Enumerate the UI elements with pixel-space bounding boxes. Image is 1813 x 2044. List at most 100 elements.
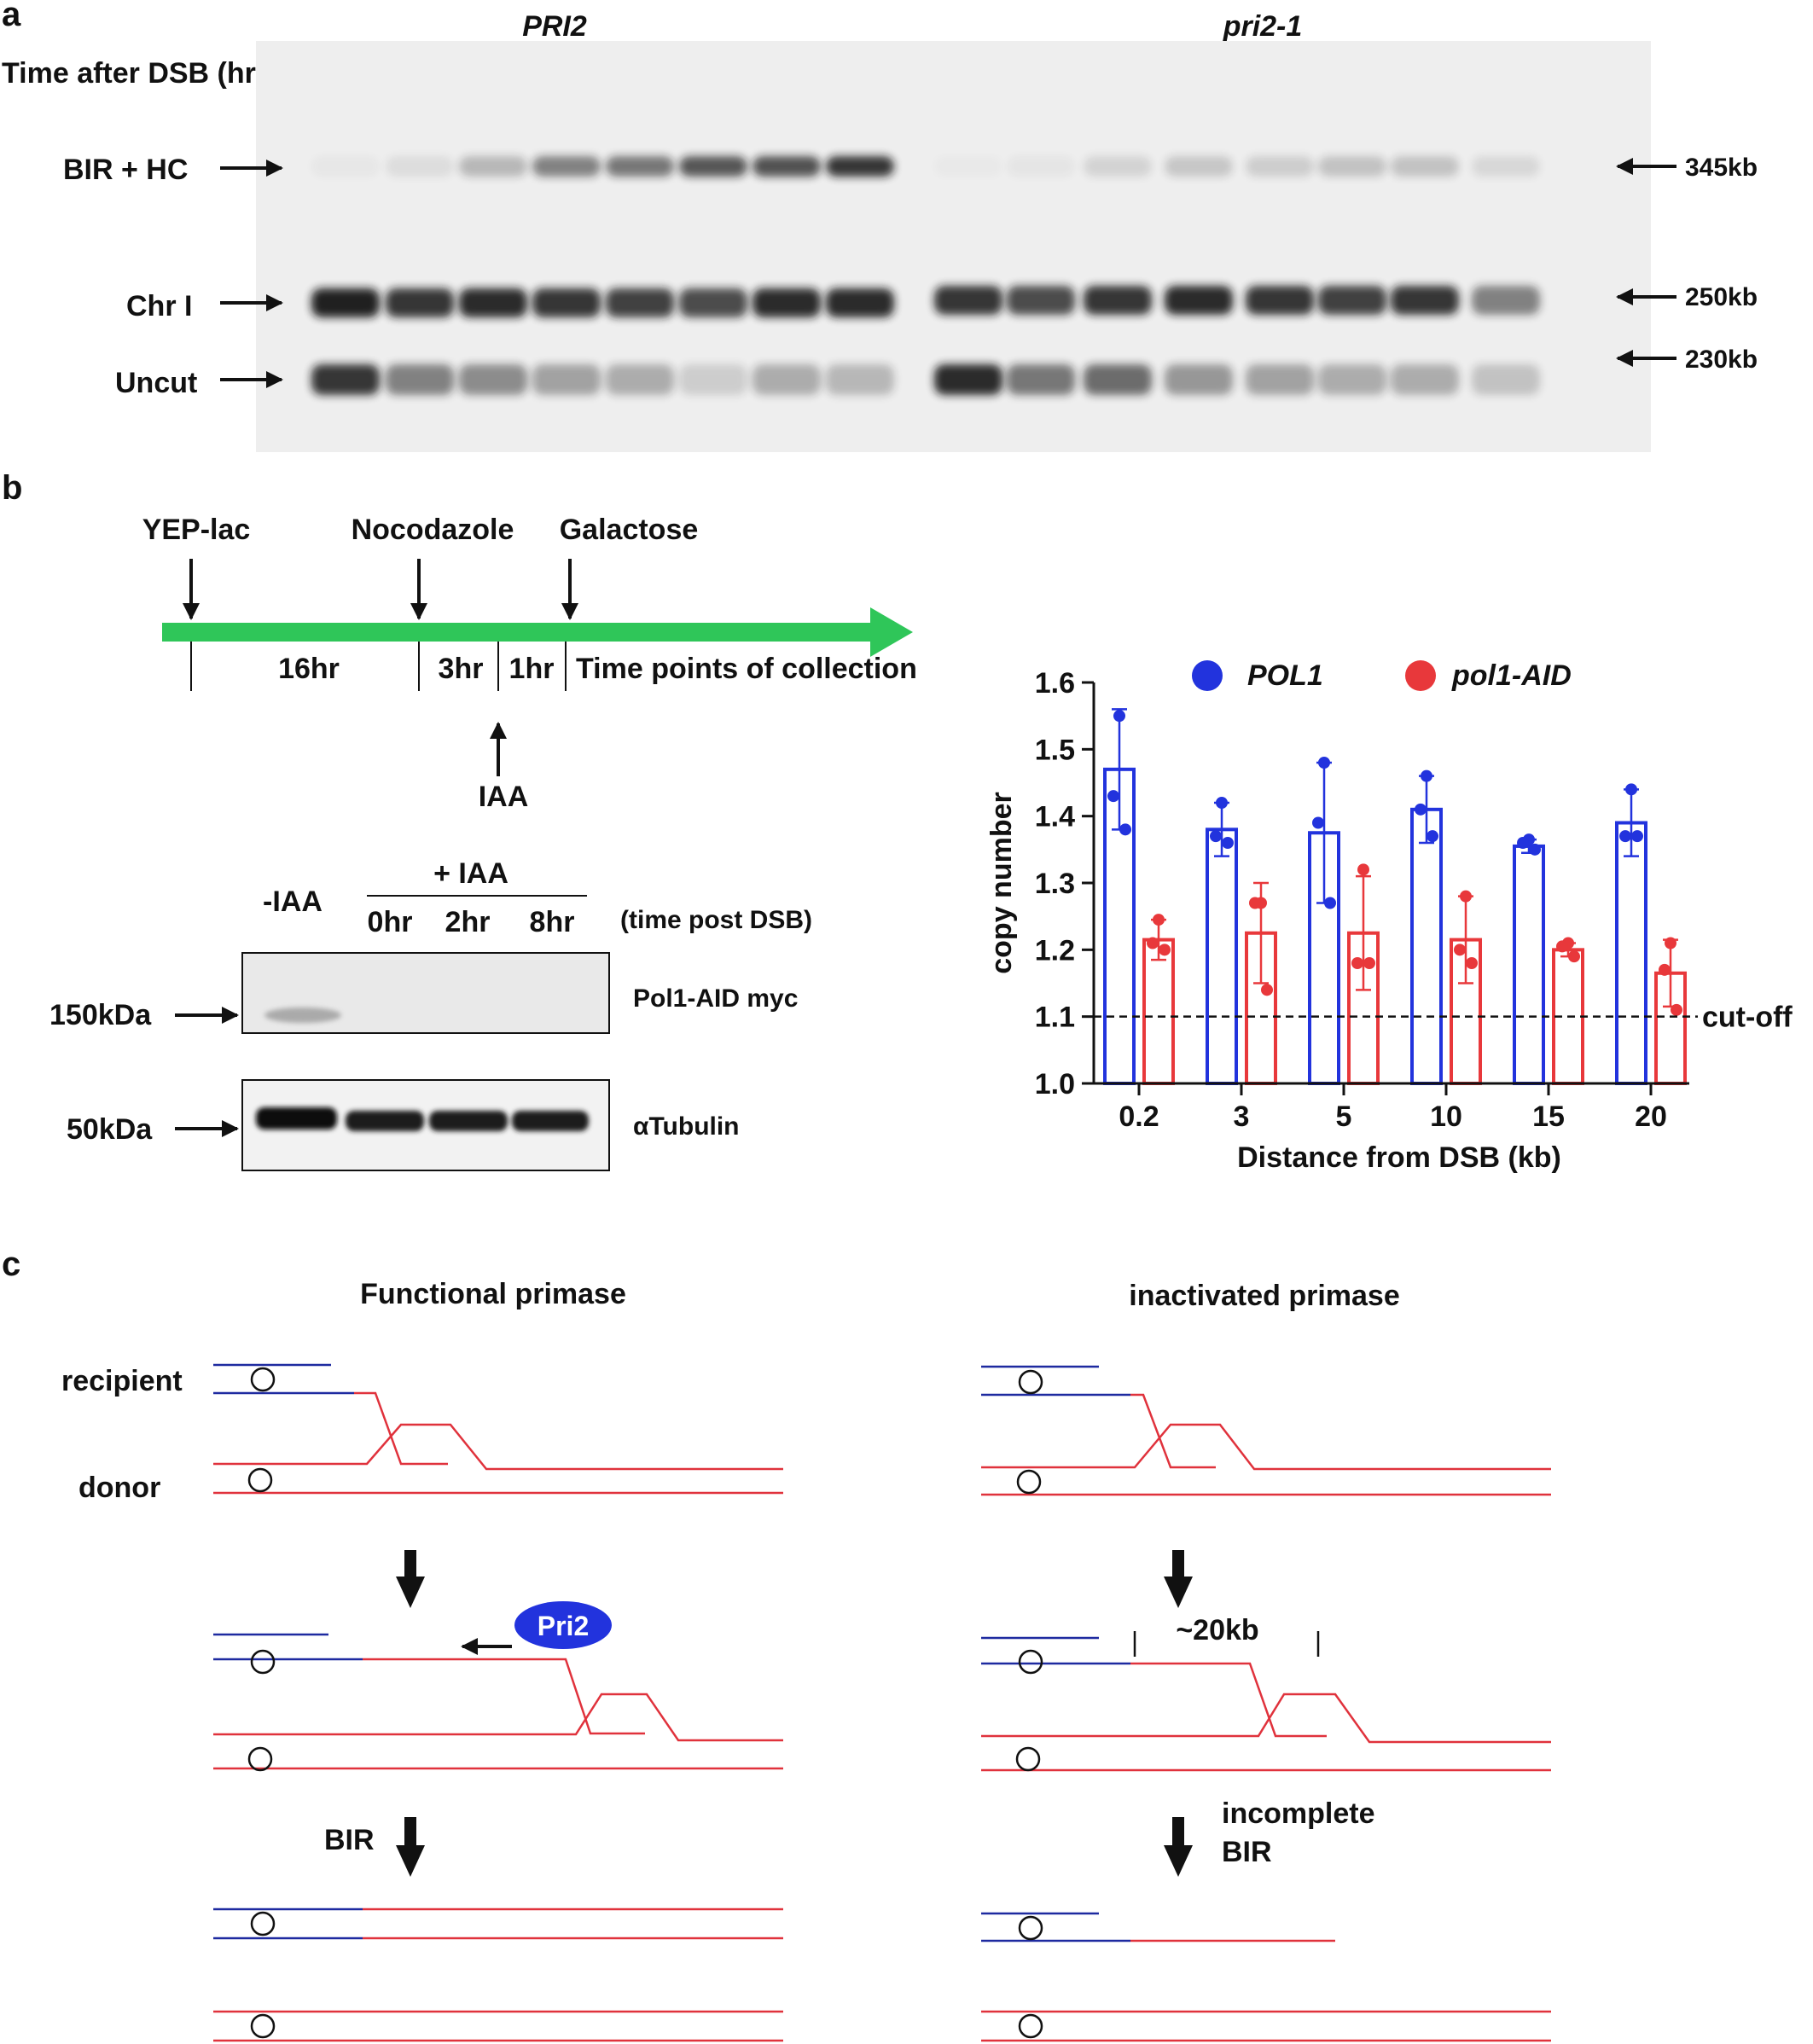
band-bir-hc-left-3 (532, 156, 601, 177)
band-uncut-left-0 (311, 364, 380, 395)
timeline-arrowhead (870, 607, 913, 657)
band-uncut-left-6 (753, 364, 821, 395)
legend-label-pol1: POL1 (1247, 659, 1323, 692)
x-tick-label-3: 3 (1234, 1100, 1250, 1133)
band-bir-hc-left-0 (311, 156, 380, 177)
point-pol1-AID-10-2 (1466, 957, 1478, 969)
schematic-left (213, 1363, 783, 2042)
point-pol1-AID-0.2-1 (1147, 937, 1159, 949)
band-uncut-right-0 (934, 364, 1002, 395)
blot-label-tubulin: αTubulin (633, 1112, 740, 1141)
point-POL1-0.2-0 (1113, 710, 1125, 723)
band-uncut-right-3 (1165, 364, 1233, 395)
band-chr1-right-7 (1472, 286, 1540, 315)
point-POL1-0.2-2 (1119, 823, 1131, 836)
point-POL1-15-1 (1517, 837, 1529, 849)
band-chr1-right-5 (1318, 286, 1386, 315)
bar-POL1-3 (1206, 827, 1238, 1085)
blot-band-pol1-aid (264, 1007, 341, 1023)
western-plus-iaa: + IAA (433, 857, 508, 890)
pri2-label: Pri2 (538, 1611, 589, 1641)
group-label-pri2: PRI2 (522, 10, 587, 43)
x-tick-label-20: 20 (1635, 1100, 1667, 1133)
point-POL1-10-1 (1415, 803, 1427, 816)
y-ticks: 1.01.11.21.31.41.51.6 (1035, 667, 1094, 1100)
point-pol1-AID-0.2-2 (1159, 944, 1171, 956)
band-bir-hc-left-2 (459, 156, 527, 177)
label-incomplete: incomplete (1222, 1797, 1374, 1830)
y-tick-label-1.1: 1.1 (1035, 1002, 1075, 1034)
label-incomplete-bir: BIR (1222, 1836, 1272, 1868)
y-tick-label-1.3: 1.3 (1035, 868, 1075, 900)
point-pol1-AID-20-2 (1671, 1003, 1682, 1016)
y-tick-label-1.2: 1.2 (1035, 934, 1075, 967)
bar-POL1-20 (1615, 821, 1647, 1085)
band-bir-hc-right-4 (1246, 156, 1314, 177)
point-pol1-AID-3-2 (1261, 984, 1273, 996)
legend-swatch-pol1-aid (1405, 660, 1436, 691)
x-tick-label-0.2: 0.2 (1119, 1100, 1159, 1133)
band-uncut-left-4 (606, 364, 674, 395)
point-POL1-15-2 (1529, 843, 1541, 856)
centromeres-left (247, 1367, 276, 2039)
band-chr1-right-2 (1084, 286, 1152, 315)
band-chr1-right-6 (1391, 286, 1459, 315)
band-chr1-left-2 (459, 288, 527, 317)
band-chr1-left-1 (386, 288, 454, 317)
point-pol1-AID-10-0 (1460, 890, 1472, 903)
point-pol1-AID-15-1 (1556, 940, 1568, 953)
point-POL1-20-1 (1619, 830, 1631, 843)
band-uncut-right-4 (1246, 364, 1314, 395)
panel-b-letter: b (2, 469, 22, 507)
band-uncut-left-5 (679, 364, 747, 395)
gel-bands (311, 156, 1540, 395)
title-inactivated-primase: inactivated primase (1129, 1280, 1399, 1312)
bar-pol1-AID-0.2 (1142, 938, 1175, 1086)
band-bir-hc-left-7 (826, 156, 894, 177)
y-axis-label: copy number (985, 792, 1018, 973)
schematic-right (981, 1365, 1551, 2042)
point-pol1-AID-15-2 (1568, 950, 1580, 963)
band-chr1-left-0 (311, 288, 380, 317)
band-uncut-right-2 (1084, 364, 1152, 395)
point-pol1-AID-3-1 (1249, 897, 1261, 909)
marker-50kda: 50kDa (67, 1113, 153, 1146)
title-functional-primase: Functional primase (360, 1278, 626, 1310)
band-chr1-right-0 (934, 286, 1002, 315)
band-uncut-left-2 (459, 364, 527, 395)
band-label-bir-hc: BIR + HC (63, 154, 188, 186)
y-tick-label-1.5: 1.5 (1035, 734, 1075, 766)
point-pol1-AID-10-1 (1454, 944, 1466, 956)
band-bir-hc-right-6 (1391, 156, 1459, 177)
y-tick-label-1.0: 1.0 (1035, 1068, 1075, 1100)
band-chr1-right-1 (1007, 286, 1075, 315)
point-POL1-5-1 (1312, 816, 1324, 829)
band-bir-hc-right-1 (1007, 156, 1075, 177)
point-pol1-AID-5-2 (1363, 957, 1375, 969)
time-after-dsb-label: Time after DSB (hr) (2, 57, 265, 90)
band-bir-hc-left-1 (386, 156, 454, 177)
panel-a-letter: a (2, 0, 21, 33)
x-tick-label-10: 10 (1430, 1100, 1462, 1133)
legend-label-pol1-aid: pol1-AID (1451, 659, 1572, 692)
western-time-0hr: 0hr (368, 906, 413, 938)
blot-bands-tubulin (256, 1107, 589, 1131)
label-distance-20kb: ~20kb (1176, 1614, 1258, 1646)
marker-150kda: 150kDa (49, 999, 152, 1031)
point-pol1-AID-0.2-0 (1153, 914, 1165, 926)
bar-POL1-15 (1513, 844, 1545, 1086)
band-chr1-left-5 (679, 288, 747, 317)
band-bir-hc-right-5 (1318, 156, 1386, 177)
band-uncut-left-7 (826, 364, 894, 395)
western-time-8hr: 8hr (530, 906, 575, 938)
band-bir-hc-right-0 (934, 156, 1002, 177)
band-chr1-left-7 (826, 288, 894, 317)
band-uncut-right-1 (1007, 364, 1075, 395)
panel-c-letter: c (2, 1246, 20, 1283)
event-galactose: Galactose (560, 514, 699, 546)
y-tick-label-1.6: 1.6 (1035, 667, 1075, 700)
western-time-2hr: 2hr (445, 906, 491, 938)
band-uncut-right-7 (1472, 364, 1540, 395)
